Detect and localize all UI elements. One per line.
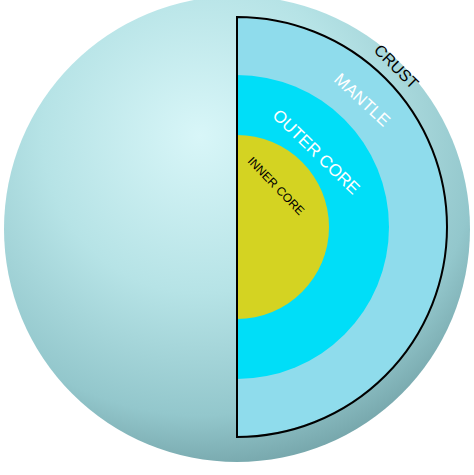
layer-label: CRUST [371,42,421,92]
outer-core-layer: OUTER COREINNER CORE [85,75,389,379]
inner-core-layer: INNER CORE [145,135,329,319]
outer-core-layer-path [237,75,389,379]
crust-layer-path [237,17,447,437]
mantle-layer-path [237,18,446,436]
mantle-layer-shape [28,18,446,436]
inner-core-layer-path [237,135,329,319]
layer-label: OUTER CORE [269,107,362,198]
sphere-surface [4,0,470,462]
mantle-layer: MANTLEOUTER COREINNER CORE [28,18,446,436]
outer-core-layer-shape [85,75,389,379]
inner-core-layer-shape [145,135,329,319]
crust-layer-shape [27,17,447,437]
layer-label: MANTLE [331,70,393,129]
crust-layer: CRUSTMANTLEOUTER COREINNER CORE [27,17,447,437]
layer-label: INNER CORE [246,155,307,218]
